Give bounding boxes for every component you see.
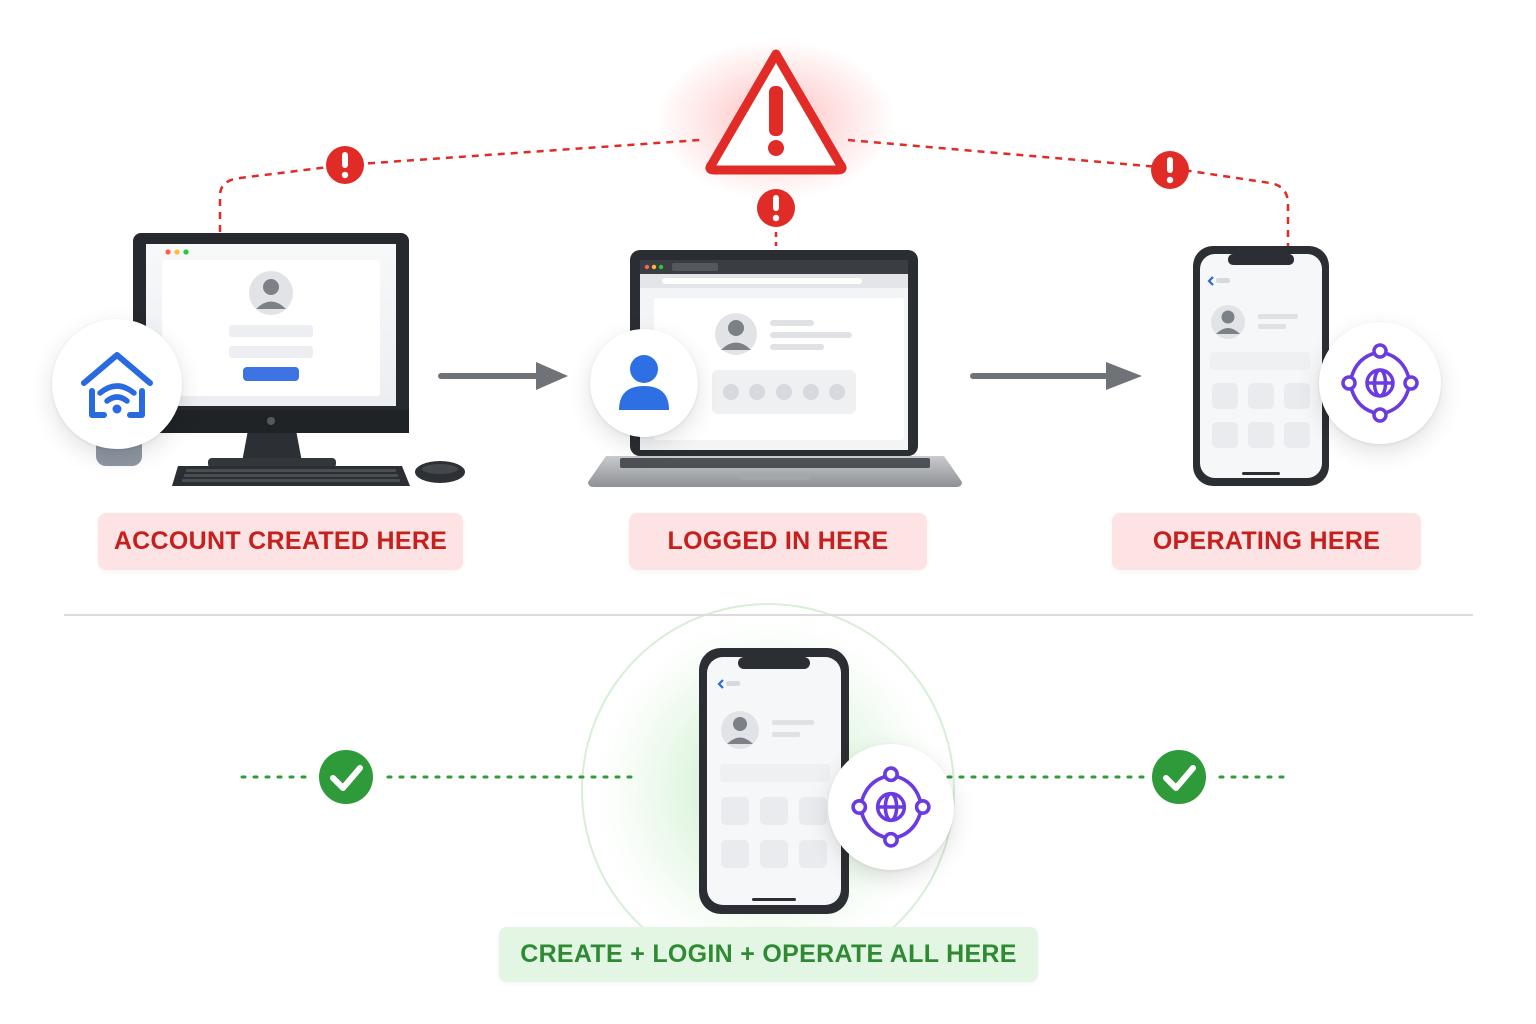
exclamation-icon — [326, 146, 364, 184]
check-icon — [319, 750, 373, 804]
all-in-one-label: CREATE + LOGIN + OPERATE ALL HERE — [499, 927, 1038, 982]
account-created-label: ACCOUNT CREATED HERE — [98, 513, 463, 570]
arrow-right-icon — [438, 362, 568, 390]
home-wifi-icon — [81, 352, 153, 418]
operating-label: OPERATING HERE — [1112, 513, 1421, 570]
smartphone — [1193, 246, 1329, 486]
arrow-right-icon — [970, 362, 1142, 390]
warning-triangle-icon — [705, 49, 847, 175]
network-globe-icon — [1341, 343, 1419, 423]
exclamation-icon — [757, 189, 795, 227]
network-globe-badge — [1319, 322, 1441, 444]
check-icon — [1152, 750, 1206, 804]
network-globe-badge — [828, 744, 954, 870]
section-divider — [64, 614, 1473, 616]
smartphone — [699, 648, 849, 914]
logged-in-label: LOGGED IN HERE — [629, 513, 927, 570]
exclamation-icon — [1151, 151, 1189, 189]
home-wifi-badge — [52, 319, 182, 449]
user-badge — [590, 329, 698, 437]
user-icon — [619, 355, 669, 410]
network-globe-icon — [851, 766, 931, 848]
